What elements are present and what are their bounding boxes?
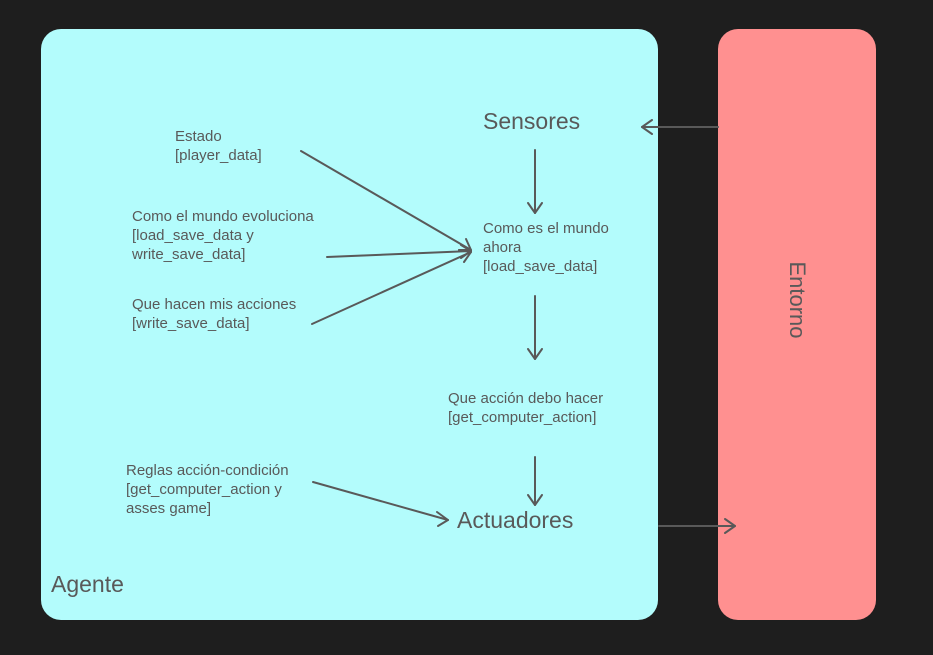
my-actions-node: Que hacen mis acciones [write_save_data] xyxy=(132,296,297,332)
environment-container xyxy=(718,29,876,620)
sensors-node: Sensores xyxy=(483,108,581,134)
action-node: Que acción debo hacer [get_computer_acti… xyxy=(448,390,604,426)
agent-label: Agente xyxy=(51,571,124,597)
state-node: Estado [player_data] xyxy=(175,128,262,164)
world-evolves-node: Como el mundo evoluciona [load_save_data… xyxy=(132,208,314,263)
actuators-node: Actuadores xyxy=(457,507,574,533)
environment-label: Entorno xyxy=(785,261,810,339)
world-now-node: Como es el mundo ahora [load_save_data] xyxy=(483,220,609,275)
rules-node: Reglas acción-condición [get_computer_ac… xyxy=(126,462,289,517)
